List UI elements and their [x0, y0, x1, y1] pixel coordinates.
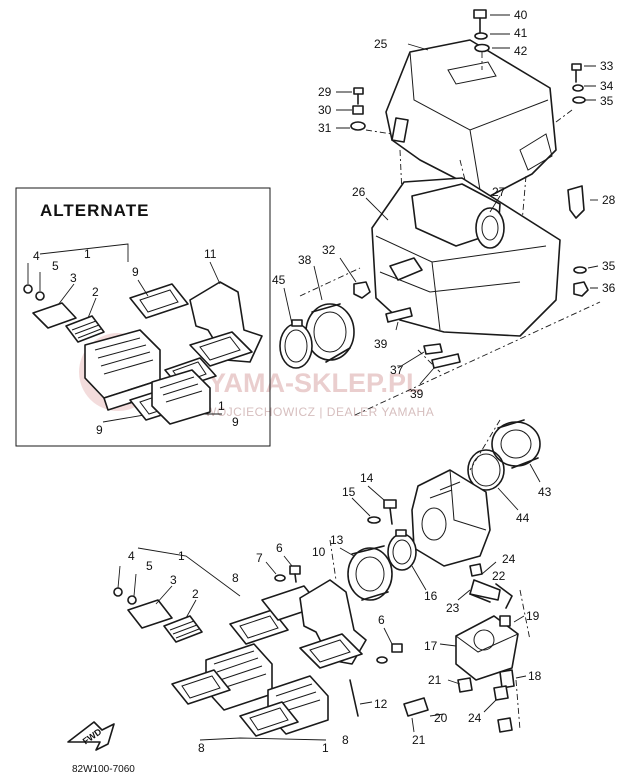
callout-21: 21 — [412, 733, 426, 747]
callout-3: 3 — [70, 271, 77, 285]
alternate-title: ALTERNATE — [40, 201, 149, 220]
watermark-main-text: YAMA-SKLEP.PL — [208, 368, 423, 398]
airbox-cover — [385, 39, 557, 197]
carburetor — [411, 469, 491, 567]
callout-9: 9 — [96, 423, 103, 437]
callout-36: 36 — [602, 281, 616, 295]
callout-42: 42 — [514, 44, 528, 58]
callout-18: 18 — [528, 669, 542, 683]
clamp-45 — [279, 287, 313, 369]
callout-14: 14 — [360, 471, 374, 485]
callout-11: 11 — [204, 247, 217, 261]
clamp-16 — [387, 529, 427, 591]
callout-40: 40 — [514, 8, 528, 22]
callouts: 40 41 42 25 33 34 35 29 30 31 26 27 28 3… — [128, 8, 616, 755]
airbox-body — [365, 177, 561, 337]
bolt-stack-33-35 — [555, 63, 596, 123]
callout-24: 24 — [502, 552, 516, 566]
callout-13: 13 — [330, 533, 344, 547]
callout-41: 41 — [514, 26, 528, 40]
intake-joint-38 — [305, 265, 355, 363]
callout-9: 9 — [132, 265, 139, 279]
callout-35: 35 — [600, 94, 614, 108]
callout-6: 6 — [276, 541, 283, 555]
callout-37: 37 — [390, 363, 404, 377]
nut-32 — [339, 257, 371, 299]
callout-39: 39 — [374, 337, 388, 351]
callout-21: 21 — [428, 673, 442, 687]
callout-25: 25 — [374, 37, 388, 51]
callout-2: 2 — [92, 285, 99, 299]
callout-33: 33 — [600, 59, 614, 73]
callout-35: 35 — [602, 259, 616, 273]
drain-tube-28 — [567, 185, 598, 219]
callout-1: 1 — [84, 247, 91, 261]
callout-9: 9 — [232, 415, 239, 429]
callout-38: 38 — [298, 253, 312, 267]
callout-44: 44 — [516, 511, 530, 525]
callout-17: 17 — [424, 639, 438, 653]
reed-valve-lower — [113, 539, 403, 741]
callout-43: 43 — [538, 485, 552, 499]
callout-30: 30 — [318, 103, 332, 117]
callout-34: 34 — [600, 79, 614, 93]
callout-32: 32 — [322, 243, 336, 257]
callout-3: 3 — [170, 573, 177, 587]
callout-19: 19 — [526, 609, 540, 623]
callout-5: 5 — [146, 559, 153, 573]
watermark-sub-text: WOJCIECHOWICZ | DEALER YAMAHA — [205, 405, 434, 419]
callout-27: 27 — [492, 185, 506, 199]
callout-8: 8 — [342, 733, 349, 747]
callout-45: 45 — [272, 273, 286, 287]
callout-20: 20 — [434, 711, 448, 725]
callout-26: 26 — [352, 185, 366, 199]
callout-22: 22 — [492, 569, 506, 583]
callout-39: 39 — [410, 387, 424, 401]
callout-29: 29 — [318, 85, 332, 99]
callout-8: 8 — [232, 571, 239, 585]
callout-10: 10 — [312, 545, 326, 559]
fuel-pump-17 — [439, 615, 525, 681]
callout-4: 4 — [128, 549, 135, 563]
callout-28: 28 — [602, 193, 616, 207]
plates-37-39 — [385, 307, 461, 385]
callout-6: 6 — [378, 613, 385, 627]
screw-14-15 — [351, 485, 397, 525]
fwd-arrow-icon: FWD — [67, 721, 115, 751]
callout-31: 31 — [318, 121, 332, 135]
intake-joint-43 — [491, 419, 541, 483]
catalog-code: 82W100-7060 — [72, 764, 135, 775]
o-ring-44 — [467, 449, 519, 511]
fuel-hoses — [403, 561, 531, 733]
callout-1: 1 — [218, 399, 225, 413]
callout-1: 1 — [322, 741, 329, 755]
callout-15: 15 — [342, 485, 356, 499]
callout-8: 8 — [198, 741, 205, 755]
callout-23: 23 — [446, 601, 460, 615]
bolt-stack-40-42 — [473, 9, 510, 70]
bolt-stack-29-31 — [336, 87, 393, 135]
alternate-frame — [15, 187, 271, 447]
callout-4: 4 — [33, 249, 40, 263]
callout-24: 24 — [468, 711, 482, 725]
callout-12: 12 — [374, 697, 388, 711]
callout-2: 2 — [192, 587, 199, 601]
nut-washer-35-36 — [573, 265, 599, 297]
intake-joint-13 — [339, 545, 393, 601]
callout-7: 7 — [256, 551, 263, 565]
alternate-box: ALTERNATE 4 5 1 — [15, 187, 271, 447]
callout-1: 1 — [178, 549, 185, 563]
callout-5: 5 — [52, 259, 59, 273]
callout-16: 16 — [424, 589, 438, 603]
